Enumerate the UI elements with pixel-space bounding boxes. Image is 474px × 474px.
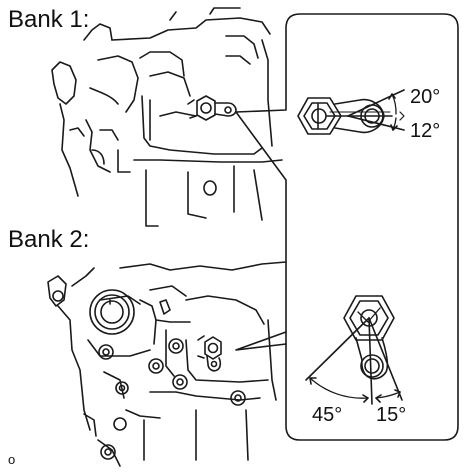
bank1-label: Bank 1: [8, 6, 90, 33]
angle-15-label: 15° [376, 404, 407, 426]
angle-20-label: 20° [410, 86, 441, 108]
callout-panel [235, 13, 459, 441]
bank2-label: Bank 2: [8, 226, 90, 253]
bank1-sensor-detail [187, 95, 237, 121]
bank2-engine-block [47, 261, 287, 467]
bank2-sensor-detail [197, 335, 222, 372]
angle-45-label: 45° [312, 404, 343, 426]
bank1-zoom-detail [297, 89, 405, 135]
bank2-zoom-detail [305, 295, 403, 405]
figure-code: o [8, 452, 16, 467]
angle-12-label: 12° [410, 120, 441, 142]
bank1-engine-block [51, 7, 283, 227]
